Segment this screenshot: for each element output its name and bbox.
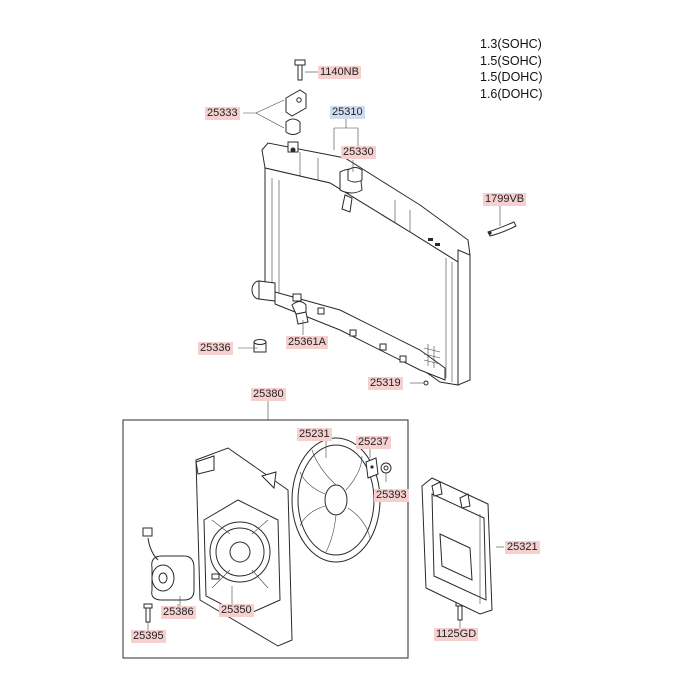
callout-1140nb[interactable]: 1140NB — [318, 66, 361, 79]
callout-25395[interactable]: 25395 — [131, 630, 166, 643]
control-module-drawing — [421, 477, 493, 615]
callout-25333[interactable]: 25333 — [205, 107, 240, 120]
small-parts-drawing — [365, 448, 392, 482]
engine-variant: 1.6(DOHC) — [480, 86, 543, 101]
callout-25319[interactable]: 25319 — [368, 377, 403, 390]
callout-25310[interactable]: 25310 — [330, 106, 365, 119]
callout-25231[interactable]: 25231 — [297, 428, 332, 441]
callout-25386[interactable]: 25386 — [161, 606, 196, 619]
callout-25393[interactable]: 25393 — [374, 489, 409, 502]
bracket-and-cap-drawing — [285, 59, 363, 183]
fan-assembly-box — [122, 419, 409, 659]
fan-motor-drawing — [142, 527, 195, 606]
clip-drawing — [487, 221, 517, 237]
callout-25321[interactable]: 25321 — [505, 541, 540, 554]
fan-shroud-drawing — [195, 447, 293, 647]
callout-25350[interactable]: 25350 — [219, 604, 254, 617]
callout-1125gd[interactable]: 1125GD — [434, 628, 479, 641]
callout-25336[interactable]: 25336 — [198, 342, 233, 355]
engine-variant: 1.5(DOHC) — [480, 70, 543, 84]
engine-variant-list: 1.3(SOHC) 1.5(SOHC) 1.5(DOHC) 1.6(DOHC) — [480, 36, 543, 102]
callout-25237[interactable]: 25237 — [356, 436, 391, 449]
callout-25380[interactable]: 25380 — [251, 388, 286, 401]
engine-variant: 1.5(SOHC) — [480, 53, 542, 68]
drain-plug-drawing — [253, 301, 429, 386]
engine-variant: 1.3(SOHC) — [480, 37, 542, 51]
callout-25330[interactable]: 25330 — [341, 146, 376, 159]
callout-25361a[interactable]: 25361A — [286, 336, 328, 349]
callout-1799vb[interactable]: 1799VB — [483, 193, 527, 206]
leader-lines-top — [238, 71, 501, 420]
radiator-drawing — [251, 141, 471, 386]
fan-blade-drawing — [291, 437, 381, 563]
